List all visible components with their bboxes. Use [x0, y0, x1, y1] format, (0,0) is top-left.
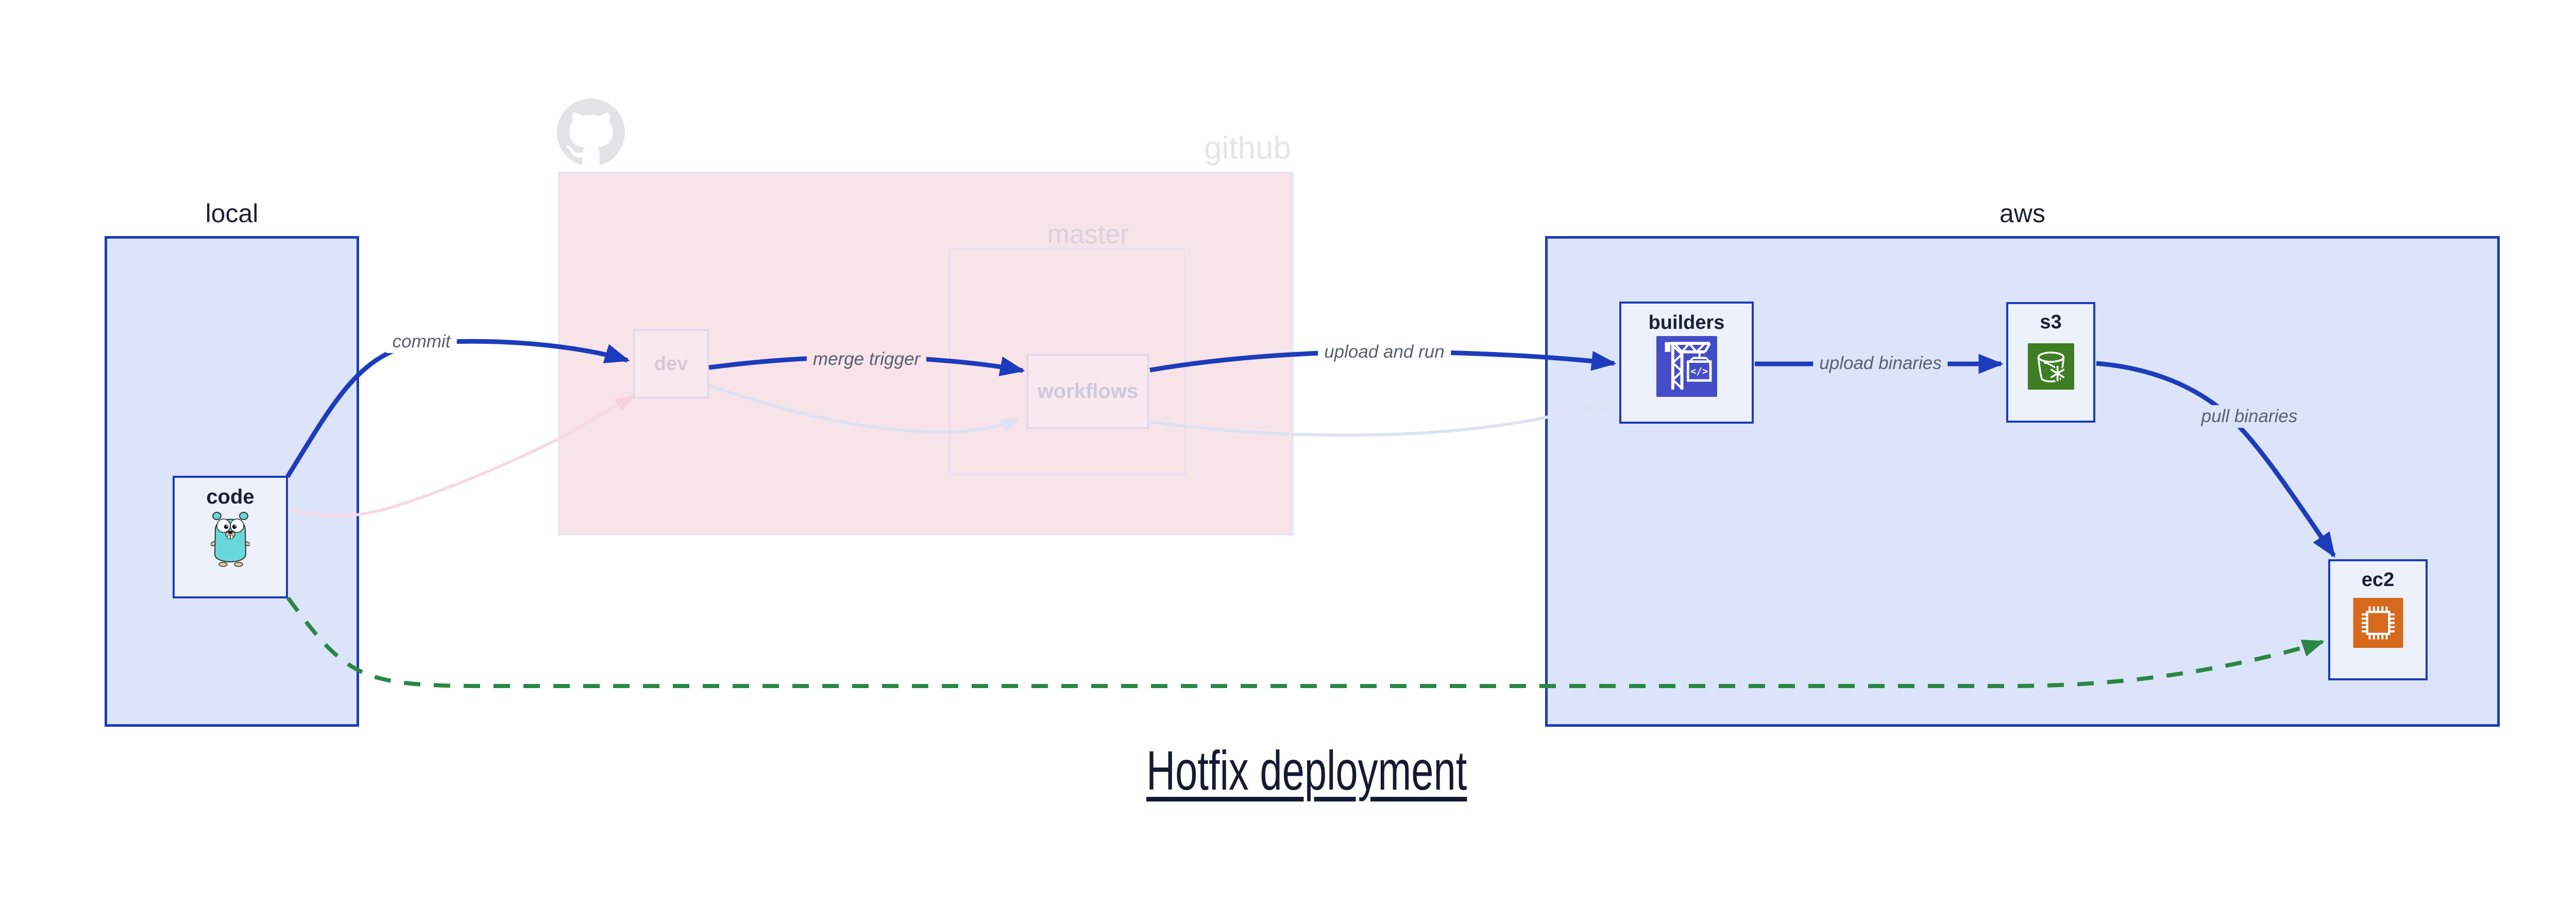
node-code-label: code [206, 486, 255, 508]
node-workflows-label: workflows [1037, 380, 1139, 403]
node-dev-label: dev [654, 353, 688, 375]
node-ec2-label: ec2 [2361, 569, 2395, 591]
codebuild-crane-icon: </> [1656, 336, 1717, 397]
diagram-title: Hotfix deployment [1146, 739, 1467, 801]
node-code: code [173, 476, 288, 598]
edge-label-commit: commit [386, 330, 457, 353]
s3-bucket-icon [2027, 343, 2074, 390]
edge-label-upload-and-run: upload and run [1318, 341, 1451, 363]
region-label-master: master [1047, 220, 1129, 249]
edge-label-upload-binaries: upload binaries [1813, 352, 1948, 375]
node-builders-label: builders [1648, 312, 1725, 333]
region-label-local: local [205, 199, 259, 228]
edge-label-merge-trigger: merge trigger [806, 348, 927, 371]
go-gopher-icon [210, 510, 250, 570]
node-builders: builders </> [1619, 302, 1754, 424]
ec2-chip-icon [2353, 598, 2403, 648]
node-dev: dev [633, 329, 709, 398]
node-workflows: workflows [1027, 354, 1149, 429]
github-octocat-icon [557, 98, 625, 166]
region-label-github: github [1204, 130, 1291, 166]
region-label-aws: aws [1999, 199, 2045, 228]
node-s3: s3 [2006, 302, 2095, 423]
svg-text:</>: </> [1690, 365, 1708, 377]
edge-label-pull-binaries: pull binaries [2195, 405, 2304, 428]
node-s3-label: s3 [2040, 311, 2062, 333]
node-ec2: ec2 [2328, 559, 2428, 680]
